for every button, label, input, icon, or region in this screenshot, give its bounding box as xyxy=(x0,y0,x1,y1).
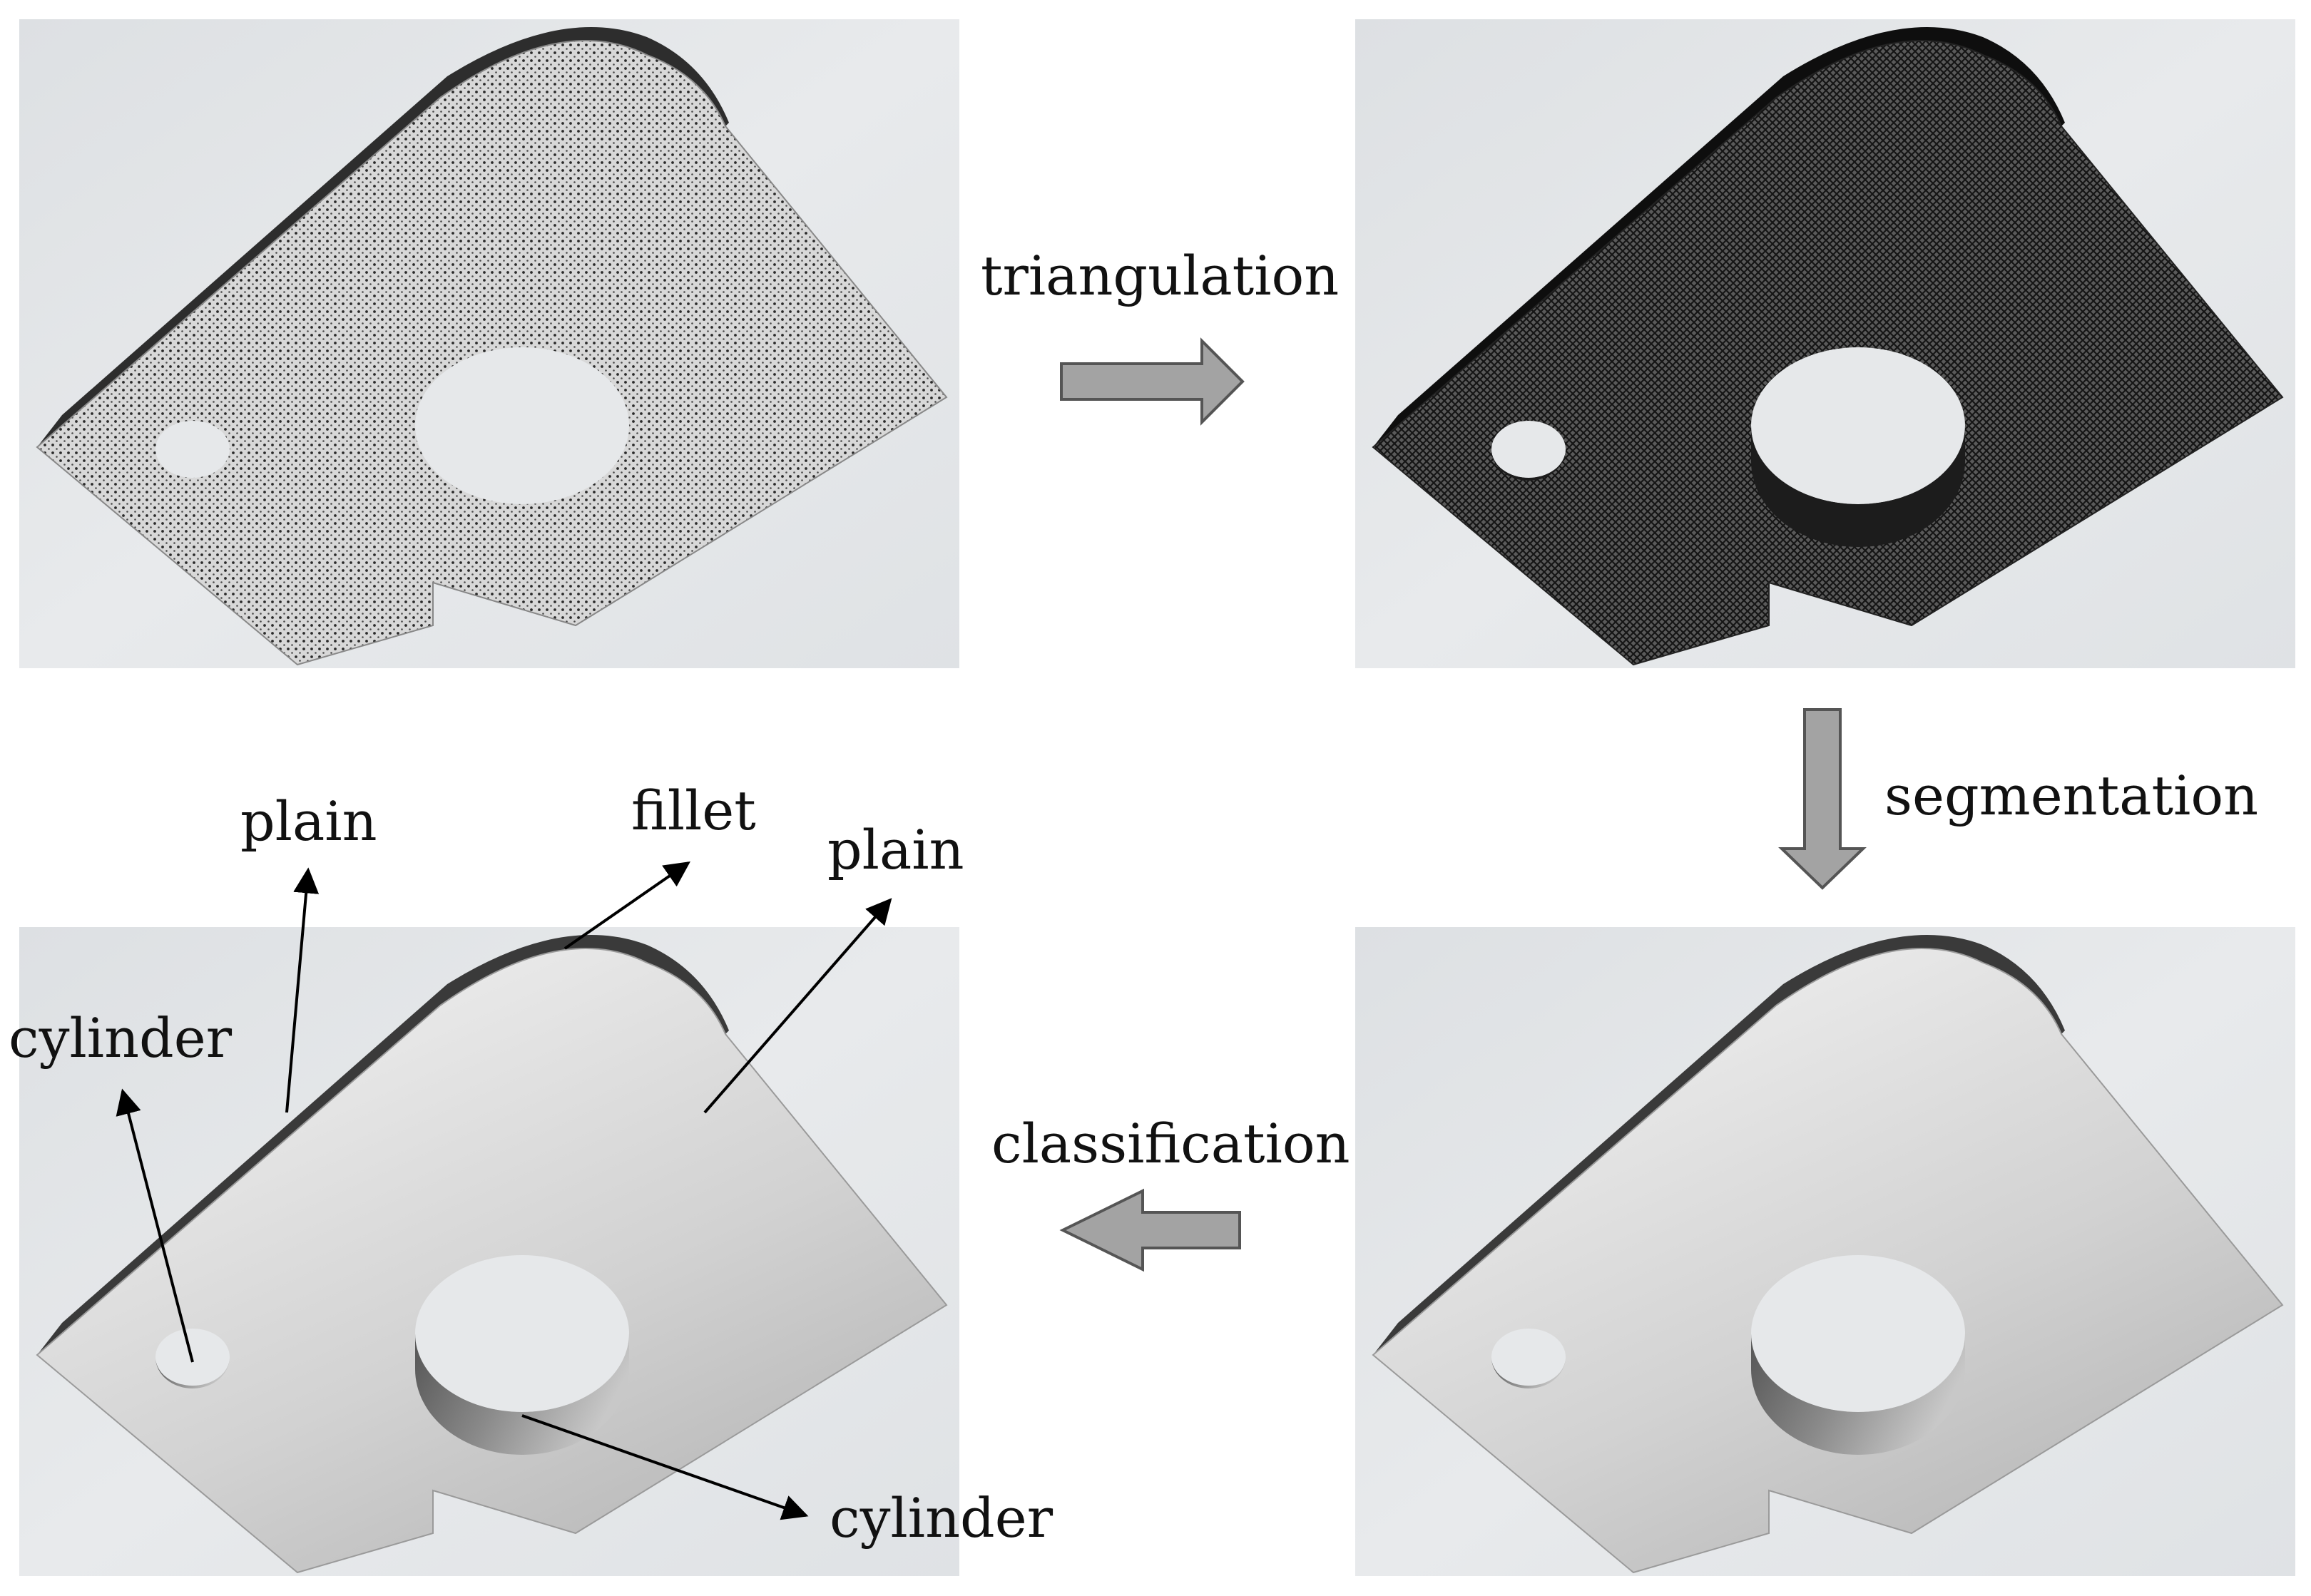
panel-point-cloud xyxy=(19,19,959,668)
large-hole xyxy=(1751,347,1965,504)
pointer-fillet xyxy=(563,861,690,950)
small-hole xyxy=(155,421,230,478)
arrow-down xyxy=(1778,708,1867,890)
small-hole xyxy=(1491,421,1566,478)
annotation-cylinder-large: cylinder xyxy=(830,1486,1054,1550)
small-hole xyxy=(1491,1329,1566,1386)
arrow-right xyxy=(1060,337,1245,426)
arrow-left xyxy=(1059,1188,1241,1272)
large-hole xyxy=(1751,1255,1965,1412)
panel-classified xyxy=(19,927,959,1576)
pointer-plain-left xyxy=(285,867,320,1113)
pointer-plain-right xyxy=(703,898,892,1114)
panel-segmented xyxy=(1355,927,2295,1576)
large-hole xyxy=(415,1255,629,1412)
annotation-plain-right: plain xyxy=(827,818,964,881)
step-label-segmentation: segmentation xyxy=(1884,764,2258,827)
pointer-cylinder-large xyxy=(521,1414,809,1520)
annotation-plain-left: plain xyxy=(240,789,377,853)
pointer-cylinder-small xyxy=(116,1088,194,1363)
annotation-cylinder-small: cylinder xyxy=(9,1006,233,1070)
annotation-fillet: fillet xyxy=(631,779,756,842)
step-label-triangulation: triangulation xyxy=(981,244,1339,307)
large-hole xyxy=(415,347,629,504)
panel-triangle-mesh xyxy=(1355,19,2295,668)
step-label-classification: classification xyxy=(991,1112,1350,1175)
